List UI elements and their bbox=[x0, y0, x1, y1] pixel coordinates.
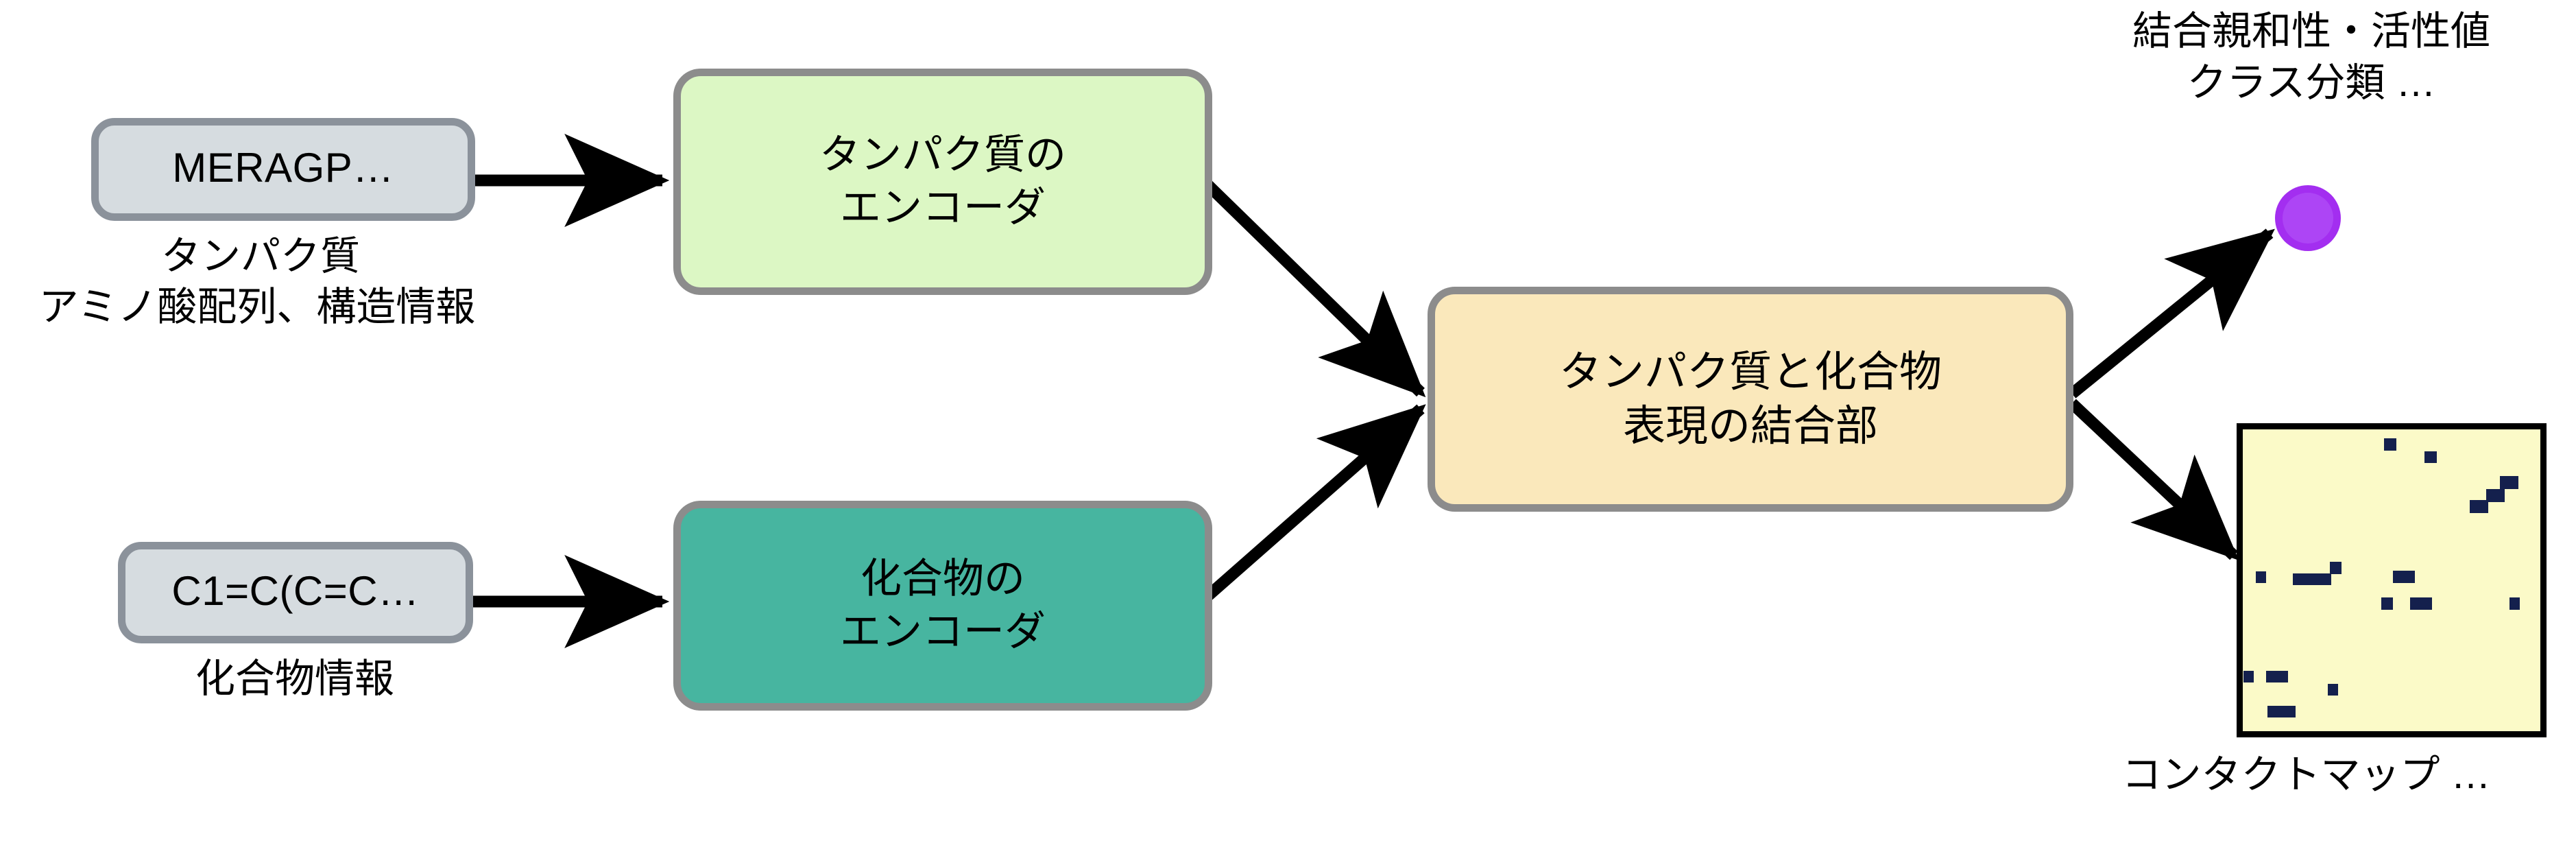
contact-map-cell bbox=[2329, 561, 2342, 575]
edge-compound-encoder-to-fusion bbox=[1201, 404, 1426, 603]
contact-map-cell bbox=[2381, 597, 2394, 610]
contact-map-cell bbox=[2409, 597, 2433, 610]
contact-map-cell bbox=[2265, 671, 2288, 682]
protein-input-caption-line1: タンパク質 bbox=[160, 234, 360, 278]
edge-fusion-to-prediction bbox=[2068, 228, 2275, 399]
fusion-box[interactable]: タンパク質と化合物 表現の結合部 bbox=[1428, 287, 2073, 512]
compound-input-caption: 化合物情報 bbox=[195, 656, 394, 701]
prediction-output-caption: 結合親和性・活性値 クラス分類 … bbox=[2132, 9, 2490, 106]
compound-encoder-box[interactable]: 化合物の エンコーダ bbox=[673, 501, 1212, 711]
edge-fusion-to-contact-map bbox=[2068, 399, 2239, 560]
fusion-label: タンパク質と化合物 表現の結合部 bbox=[1558, 348, 1942, 450]
contact-map-cell bbox=[2509, 597, 2520, 610]
protein-input-value: MERAGP… bbox=[172, 144, 394, 191]
protein-encoder-box[interactable]: タンパク質の エンコーダ bbox=[673, 69, 1212, 295]
contact-map-cell bbox=[2243, 671, 2254, 682]
contact-map-cell bbox=[2392, 570, 2416, 583]
prediction-output-dot[interactable] bbox=[2275, 185, 2341, 251]
compound-input-box[interactable]: C1=C(C=C… bbox=[118, 542, 473, 643]
contact-map-cell bbox=[2469, 500, 2488, 514]
contact-map-cell bbox=[2384, 438, 2397, 451]
prediction-output-dot-inner bbox=[2283, 193, 2333, 244]
contact-map-cell bbox=[2486, 489, 2505, 503]
contact-map-caption: コンタクトマップ … bbox=[2121, 752, 2491, 797]
contact-map-cell bbox=[2267, 706, 2296, 718]
contact-map[interactable] bbox=[2237, 423, 2547, 737]
edge-protein-encoder-to-fusion bbox=[1201, 178, 1426, 398]
protein-input-caption-line2: アミノ酸配列、構造情報 bbox=[38, 285, 476, 329]
protein-input-box[interactable]: MERAGP… bbox=[91, 118, 475, 221]
contact-map-cell bbox=[2255, 571, 2267, 584]
protein-encoder-label: タンパク質の エンコーダ bbox=[819, 132, 1066, 230]
contact-map-cell bbox=[2292, 573, 2332, 586]
contact-map-cell bbox=[2327, 683, 2339, 696]
compound-encoder-label: 化合物の エンコーダ bbox=[840, 556, 1046, 654]
contact-map-cell bbox=[2424, 451, 2437, 464]
contact-map-cell bbox=[2500, 476, 2519, 490]
compound-input-value: C1=C(C=C… bbox=[171, 567, 420, 614]
